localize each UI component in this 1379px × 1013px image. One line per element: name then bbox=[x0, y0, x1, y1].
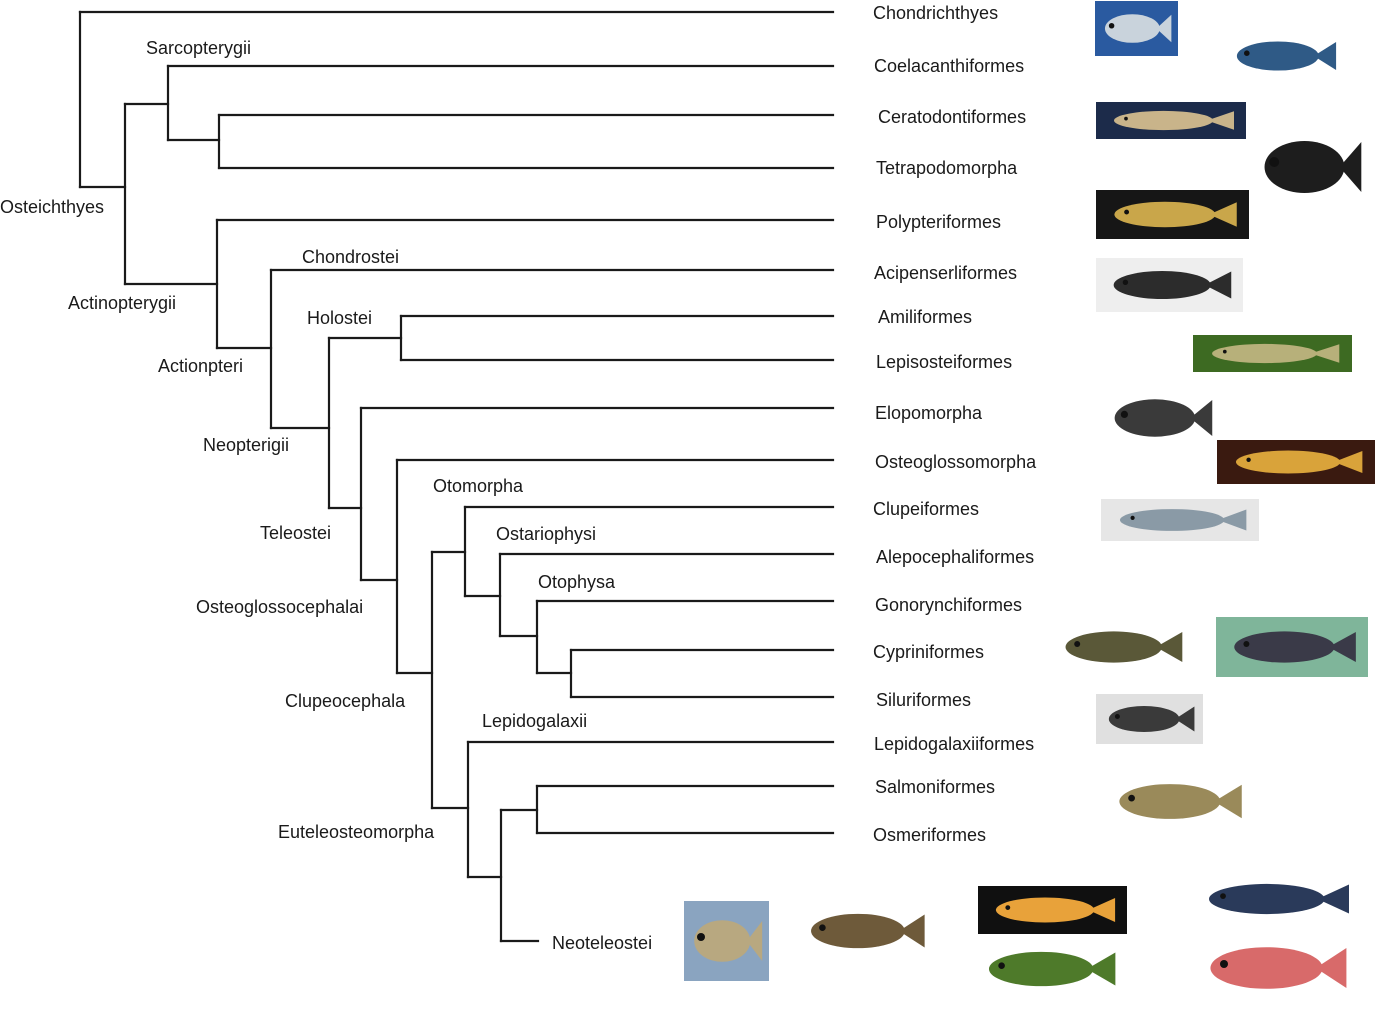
gar-photo bbox=[1193, 335, 1352, 372]
clade-label-otomorpha: Otomorpha bbox=[433, 476, 524, 496]
trout-silhouette bbox=[1119, 784, 1242, 819]
clade-label-neoteleostei: Neoteleostei bbox=[552, 933, 653, 953]
clade-label-actionpteri: Actionpteri bbox=[158, 356, 244, 376]
carp-photo bbox=[1048, 617, 1194, 677]
tip-label-coelacanthiformes: Coelacanthiformes bbox=[874, 56, 1025, 76]
tip-label-clupeiformes: Clupeiformes bbox=[873, 499, 980, 519]
tip-label-chondrichthyes: Chondrichthyes bbox=[873, 3, 999, 23]
clade-label-otophysa: Otophysa bbox=[538, 572, 616, 592]
clade-label-sarcopterygii: Sarcopterygii bbox=[146, 38, 252, 58]
newt-photo bbox=[1250, 117, 1371, 217]
clade-label-osteichthyes: Osteichthyes bbox=[0, 197, 105, 217]
gar-silhouette bbox=[1212, 343, 1340, 364]
flounder-silhouette bbox=[811, 913, 925, 949]
sturgeon-silhouette bbox=[1113, 270, 1232, 300]
tip-label-lepidogalaxiiformes: Lepidogalaxiiformes bbox=[874, 734, 1035, 754]
zebrafish-silhouette bbox=[1234, 631, 1356, 663]
tip-label-elopomorpha: Elopomorpha bbox=[875, 403, 983, 423]
coelacanth-photo bbox=[1222, 28, 1346, 84]
arowana-photo bbox=[1217, 440, 1375, 484]
zebrafish-photo bbox=[1216, 617, 1368, 677]
newt-silhouette bbox=[1264, 141, 1362, 193]
clade-label-euteleosteomorpha: Euteleosteomorpha bbox=[278, 822, 435, 842]
clade-label-neopterigii: Neopterigii bbox=[203, 435, 290, 455]
tuna-silhouette bbox=[1209, 883, 1349, 915]
eel-photo bbox=[1100, 382, 1222, 454]
lungfish-silhouette bbox=[1114, 110, 1234, 131]
tip-label-amiliformes: Amiliformes bbox=[878, 307, 973, 327]
bichir-silhouette bbox=[1114, 201, 1237, 228]
clade-label-teleostei: Teleostei bbox=[260, 523, 332, 543]
clade-label-actinopterygii: Actinopterygii bbox=[68, 293, 177, 313]
tip-label-lepisosteiformes: Lepisosteiformes bbox=[876, 352, 1013, 372]
tuna-photo bbox=[1188, 870, 1363, 928]
pufferfish-photo bbox=[684, 901, 769, 981]
clade-label-lepidogalaxii: Lepidogalaxii bbox=[482, 711, 588, 731]
tip-label-gonorynchiformes: Gonorynchiformes bbox=[875, 595, 1023, 615]
carp-silhouette bbox=[1065, 631, 1183, 663]
stickleback-photo bbox=[970, 936, 1128, 1002]
clade-label-clupeocephala: Clupeocephala bbox=[285, 691, 406, 711]
pufferfish-silhouette bbox=[694, 920, 763, 962]
bichir-photo bbox=[1096, 190, 1249, 239]
herring-silhouette bbox=[1119, 509, 1247, 531]
tip-label-acipenserliformes: Acipenserliformes bbox=[874, 263, 1018, 283]
sturgeon-photo bbox=[1096, 258, 1243, 312]
stickleback-silhouette bbox=[988, 951, 1116, 987]
tip-label-siluriformes: Siluriformes bbox=[876, 690, 972, 710]
shark-photo bbox=[1095, 1, 1178, 56]
flounder-photo bbox=[794, 898, 936, 964]
seabream-photo bbox=[1190, 928, 1360, 1008]
clade-label-ostariophysi: Ostariophysi bbox=[496, 524, 597, 544]
tip-label-alepocephaliformes: Alepocephaliformes bbox=[876, 547, 1035, 567]
tip-label-osmeriformes: Osmeriformes bbox=[873, 825, 987, 845]
herring-photo bbox=[1101, 499, 1259, 541]
tip-label-ceratodontiformes: Ceratodontiformes bbox=[878, 107, 1027, 127]
arowana-silhouette bbox=[1235, 450, 1363, 474]
clade-label-holostei: Holostei bbox=[307, 308, 373, 328]
clade-label-chondrostei: Chondrostei bbox=[302, 247, 400, 267]
catfish-silhouette bbox=[1108, 706, 1195, 732]
tip-label-osteoglossomorpha: Osteoglossomorpha bbox=[875, 452, 1037, 472]
trout-photo bbox=[1101, 768, 1254, 835]
tip-label-polypteriformes: Polypteriformes bbox=[876, 212, 1002, 232]
tip-label-cypriniformes: Cypriniformes bbox=[873, 642, 985, 662]
medaka-photo bbox=[978, 886, 1127, 934]
eel-silhouette bbox=[1114, 399, 1213, 437]
seabream-silhouette bbox=[1210, 947, 1347, 989]
tip-label-tetrapodomorpha: Tetrapodomorpha bbox=[876, 158, 1018, 178]
shark-silhouette bbox=[1104, 14, 1172, 43]
coelacanth-silhouette bbox=[1236, 41, 1337, 71]
lungfish-photo bbox=[1096, 102, 1246, 139]
medaka-silhouette bbox=[995, 897, 1116, 923]
catfish-photo bbox=[1096, 694, 1203, 744]
tip-label-salmoniformes: Salmoniformes bbox=[875, 777, 996, 797]
clade-label-osteoglossocephalai: Osteoglossocephalai bbox=[196, 597, 364, 617]
